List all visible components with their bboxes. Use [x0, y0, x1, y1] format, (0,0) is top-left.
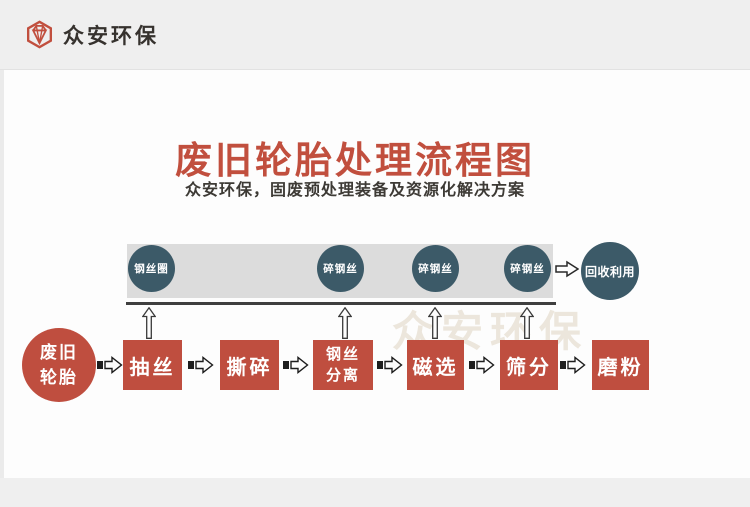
company-name: 众安环保 [63, 24, 159, 48]
right-hollow-arrow-icon [555, 260, 579, 278]
right-arrow-icon [469, 356, 495, 374]
output-node-scrap-wire-1: 碎钢丝 [317, 245, 364, 292]
right-arrow-icon [283, 356, 309, 374]
output-node-scrap-wire-3: 碎钢丝 [504, 245, 551, 292]
up-arrow-icon [520, 307, 534, 339]
right-arrow-icon [377, 356, 403, 374]
content-panel: 众安环保 废旧轮胎处理流程图 众安环保，固废预处理装备及资源化解决方案 钢丝圈 … [4, 70, 750, 478]
band-divider-line [126, 302, 556, 305]
page-subtitle: 众安环保，固废预处理装备及资源化解决方案 [184, 182, 525, 199]
page-footer-strip [0, 478, 750, 507]
company-logo[interactable]: 众安环保 [25, 20, 159, 50]
step-box-grinding: 磨粉 [592, 340, 649, 390]
right-arrow-icon [97, 356, 123, 374]
step-box-magnetic-separation: 磁选 [407, 340, 464, 390]
recycle-node: 回收利用 [581, 242, 639, 300]
up-arrow-icon [428, 307, 442, 339]
output-node-scrap-wire-2: 碎钢丝 [412, 245, 459, 292]
step-box-label: 钢丝分离 [325, 346, 360, 384]
up-arrow-icon [142, 307, 156, 339]
right-arrow-icon [560, 356, 586, 374]
step-box-shredding: 撕碎 [220, 340, 279, 390]
output-node-bead-wire: 钢丝圈 [128, 245, 175, 292]
gem-logo-icon [26, 20, 53, 49]
step-box-wire-separation: 钢丝分离 [313, 340, 373, 390]
header: 众安环保 [0, 0, 750, 70]
step-box-screening: 筛分 [500, 340, 558, 390]
page-title: 废旧轮胎处理流程图 [175, 140, 535, 181]
source-node-label: 废旧轮胎 [40, 343, 78, 387]
right-arrow-icon [188, 356, 214, 374]
up-arrow-icon [338, 307, 352, 339]
source-node-waste-tire: 废旧轮胎 [22, 328, 96, 402]
step-box-wire-drawing: 抽丝 [123, 340, 182, 390]
